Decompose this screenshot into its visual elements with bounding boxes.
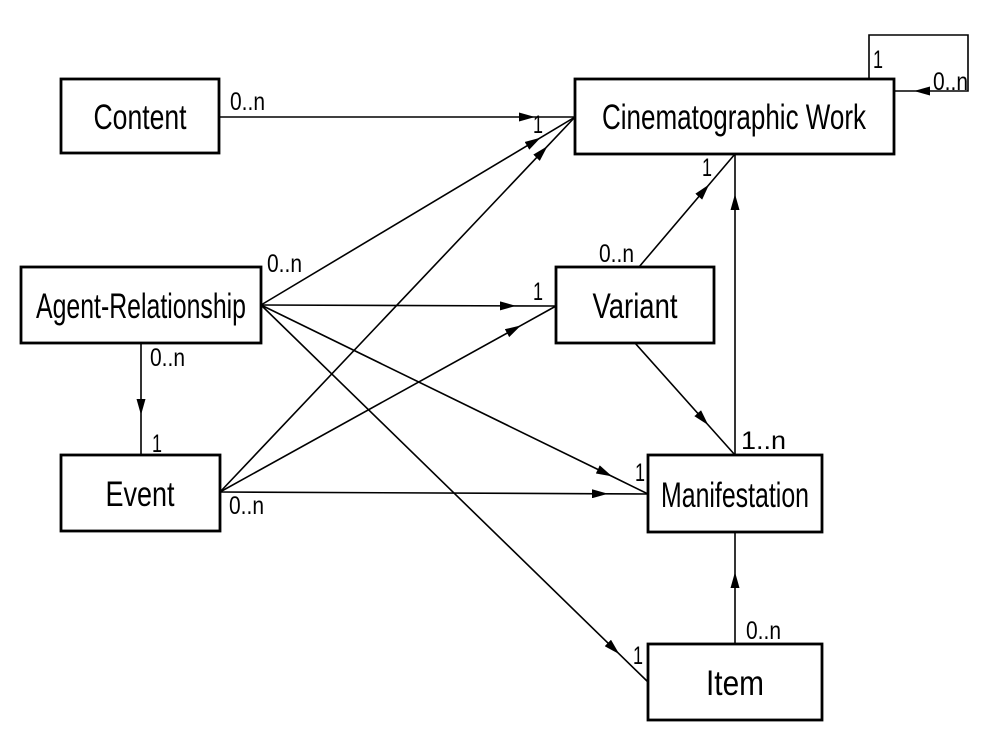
cardinality-agent-relationship-to-item-target: 1 xyxy=(633,642,643,670)
cardinality-variant-to-cw-source: 0..n xyxy=(599,240,634,268)
edge-agent-relationship-to-variant xyxy=(260,301,557,311)
cardinality-content-target: 1 xyxy=(533,111,543,139)
node-item: Item xyxy=(646,642,824,722)
edge-event-to-manifestation xyxy=(219,489,649,499)
node-cinematographic-work: Cinematographic Work xyxy=(573,77,896,156)
edge-cinematographic-work-self-loop xyxy=(868,34,969,92)
node-agent-relationship-box xyxy=(19,265,263,345)
cardinality-agent-relationship-to-event-target: 1 xyxy=(152,430,162,458)
cardinality-self-loop-source: 1 xyxy=(873,46,883,74)
node-content-label: Content xyxy=(94,98,187,137)
node-cinematographic-work-label: Cinematographic Work xyxy=(602,98,866,137)
node-agent-relationship: Agent-Relationship xyxy=(19,265,263,345)
node-variant-label: Variant xyxy=(593,287,678,326)
node-manifestation: Manifestation xyxy=(646,453,824,534)
edge-agent-relationship-to-manifestation xyxy=(260,304,649,495)
node-agent-relationship-label: Agent-Relationship xyxy=(36,287,246,326)
cardinality-agent-relationship-to-event-source: 0..n xyxy=(150,344,185,372)
node-manifestation-box xyxy=(646,453,824,534)
cardinality-self-loop-target: 0..n xyxy=(933,68,968,96)
cardinality-agent-relationship-to-variant-target: 1 xyxy=(533,278,543,306)
cardinality-item-to-manifestation-source: 0..n xyxy=(746,617,781,645)
node-item-label: Item xyxy=(706,664,764,703)
edge-variant-to-cinematographic-work xyxy=(638,153,736,268)
edge-variant-to-manifestation xyxy=(634,342,736,456)
cardinality-variant-to-cw-target: 1 xyxy=(702,154,712,182)
node-event-label: Event xyxy=(106,475,175,514)
node-event: Event xyxy=(59,453,222,533)
node-content: Content xyxy=(59,77,221,155)
edge-event-to-cinematographic-work xyxy=(219,116,576,493)
node-content-box xyxy=(59,77,221,155)
node-item-box xyxy=(646,642,824,722)
node-variant: Variant xyxy=(554,265,716,345)
node-manifestation-label: Manifestation xyxy=(661,476,809,515)
node-event-box xyxy=(59,453,222,533)
self-loop-arrowhead-icon xyxy=(914,86,930,96)
cardinality-agent-relationship-to-cw-source: 0..n xyxy=(267,250,302,278)
node-variant-box xyxy=(554,265,716,345)
cardinality-event-to-manifestation-source: 0..n xyxy=(229,492,264,520)
edge-event-to-variant xyxy=(219,305,557,493)
edge-agent-relationship-to-item xyxy=(260,304,649,683)
cardinality-manifestation-to-cw-source: 1..n xyxy=(741,427,786,455)
node-cinematographic-work-box xyxy=(573,77,896,156)
cardinality-content-source: 0..n xyxy=(230,88,265,116)
cardinality-agent-relationship-to-manifestation-target: 1 xyxy=(635,459,645,487)
edge-agent-relationship-to-cinematographic-work xyxy=(260,116,576,306)
